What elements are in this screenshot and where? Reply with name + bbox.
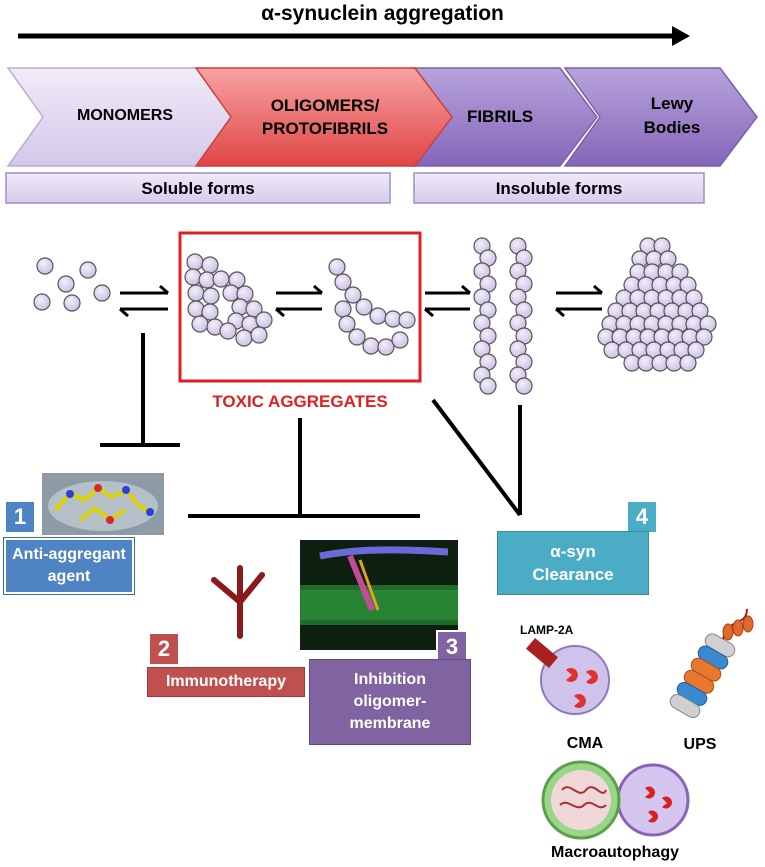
badge-2: 2 [148,632,180,666]
equilibrium-arrows [119,284,603,318]
anti-aggregant-molecule-image [42,473,164,535]
lamp-label: LAMP-2A [520,623,574,637]
soluble-forms-label: Soluble forms [141,179,255,198]
badge-4: 4 [626,500,658,534]
insoluble-bar [413,172,705,204]
badge-1: 1 [4,500,36,534]
oligomer-cluster [184,253,273,347]
chevron-oligomers [194,67,453,167]
inhibition-lines [100,333,522,518]
antibody-icon [211,565,265,639]
membrane-image [300,540,458,650]
anti-aggregant-box: Anti-aggregant agent [4,538,134,594]
protofibril-chain [328,258,416,356]
lewy-body-cluster [597,237,717,372]
stage-fibrils: FIBRILS [466,107,534,126]
chevron-fibrils [563,67,758,167]
monomer-circles [33,257,111,312]
badge-3: 3 [436,630,468,664]
cma-label: CMA [566,735,604,752]
proteasome-icon [669,608,748,718]
insoluble-forms-label: Insoluble forms [495,179,623,198]
diagram-title: α-synuclein aggregation [261,2,504,25]
inhibition-box: Inhibition oligomer-membrane [310,660,470,744]
ubiquitin-chain [722,615,754,641]
stage-oligomers: OLIGOMERS/ PROTOFIBRILS [261,96,389,138]
clearance-box: α-syn Clearance [498,532,648,594]
cma-lysosome [526,637,610,715]
fibril-strands [473,237,533,395]
soluble-bar [5,172,391,204]
toxic-aggregates-box [178,231,422,383]
stage-monomers: MONOMERS [77,107,173,124]
stage-lewy-bodies: Lewy Bodies [643,94,701,137]
aggregation-arrowhead [672,26,690,46]
ups-label: UPS [683,736,717,753]
macroautophagy-icon [541,760,690,840]
macroautophagy-label: Macroautophagy [550,844,679,861]
immunotherapy-box: Immunotherapy [148,668,304,696]
toxic-aggregates-label: TOXIC AGGREGATES [212,392,388,411]
